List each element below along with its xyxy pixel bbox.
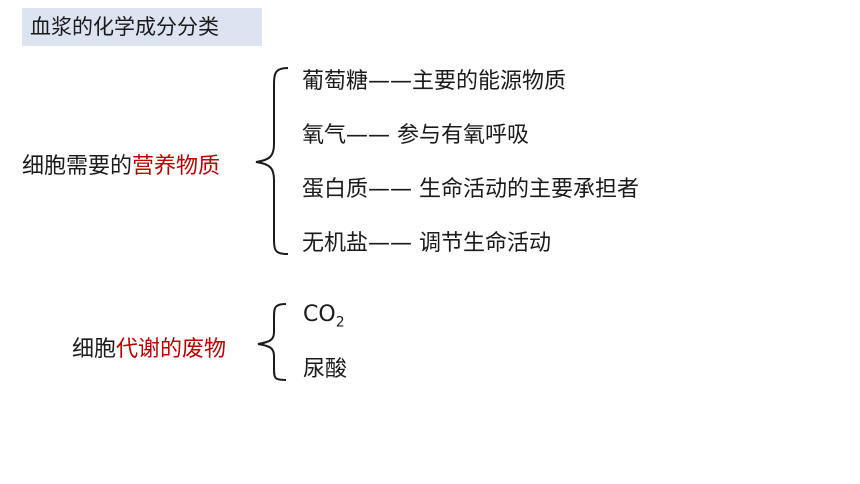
group1-item-4: 无机盐—— 调节生命活动: [302, 225, 551, 257]
group2-label-highlight: 代谢的废物: [116, 337, 227, 362]
item-dash: ——: [368, 177, 413, 202]
co2-main: CO: [303, 302, 336, 327]
item-desc: 参与有氧呼吸: [390, 123, 530, 148]
item-name: 氧气: [302, 123, 347, 148]
item-name: 蛋白质: [302, 177, 369, 202]
group2-item-co2: CO2: [303, 302, 345, 330]
item-name: 无机盐: [302, 231, 369, 256]
group1-label-highlight: 营养物质: [132, 154, 221, 179]
group2-item-uric-acid: 尿酸: [303, 351, 347, 383]
group2-label: 细胞代谢的废物: [72, 331, 226, 363]
group1-item-2: 氧气—— 参与有氧呼吸: [302, 117, 529, 149]
uric-acid-label: 尿酸: [303, 357, 348, 382]
group1-item-1: 葡萄糖——主要的能源物质: [302, 63, 566, 95]
group1-item-3: 蛋白质—— 生命活动的主要承担者: [302, 171, 639, 203]
item-dash: ——: [368, 69, 413, 94]
group2-brace: [257, 303, 287, 381]
group1-label-prefix: 细胞需要的: [22, 154, 133, 179]
page-title: 血浆的化学成分分类: [22, 8, 262, 46]
group2-label-prefix: 细胞: [72, 337, 117, 362]
group1-label: 细胞需要的营养物质: [22, 148, 220, 180]
item-dash: ——: [346, 123, 391, 148]
co2-subscript: 2: [335, 314, 345, 331]
item-desc: 生命活动的主要承担者: [412, 177, 640, 202]
group1-brace: [255, 67, 289, 255]
item-desc: 主要的能源物质: [412, 69, 567, 94]
item-name: 葡萄糖: [302, 69, 369, 94]
item-dash: ——: [368, 231, 413, 256]
item-desc: 调节生命活动: [412, 231, 552, 256]
